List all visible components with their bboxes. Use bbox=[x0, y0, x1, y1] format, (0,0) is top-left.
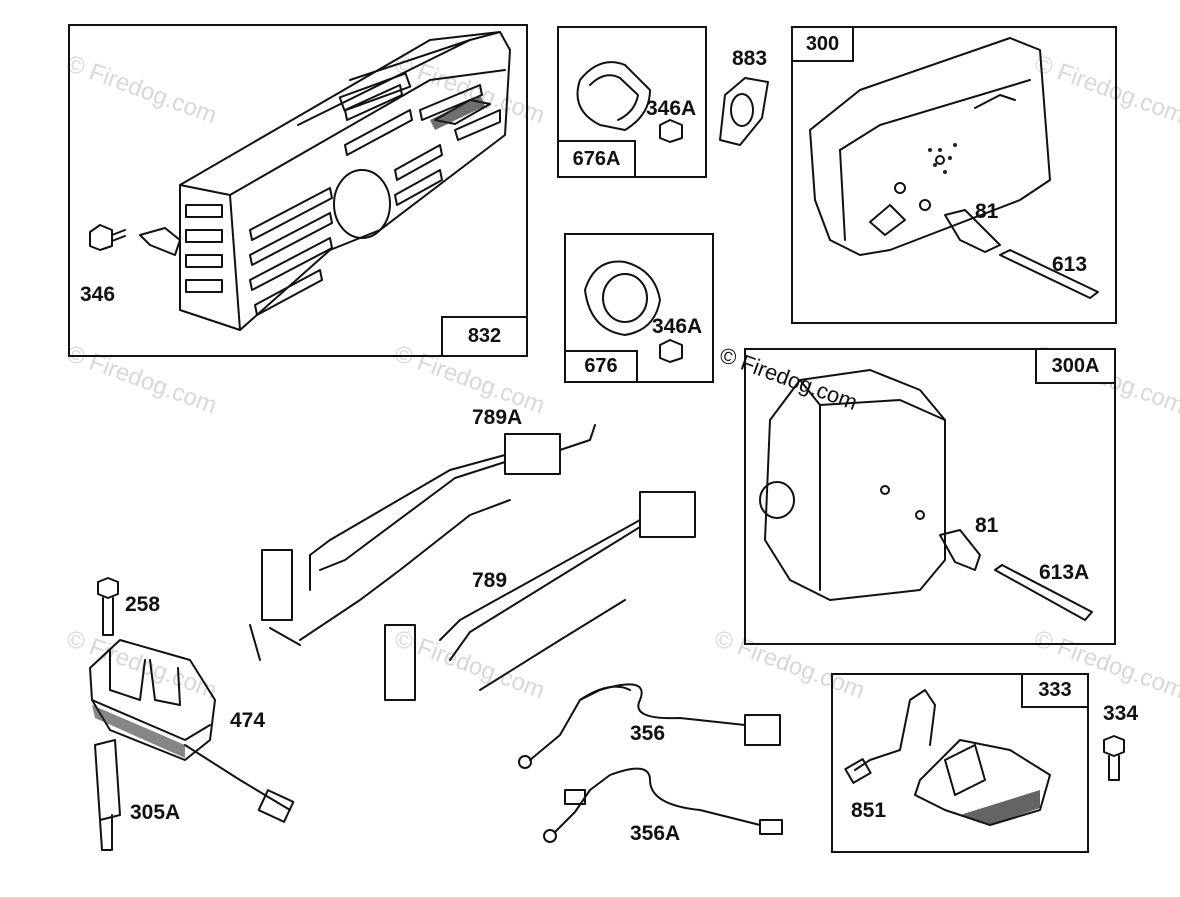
part-label-851: 851 bbox=[851, 799, 887, 822]
part-label-334: 334 bbox=[1103, 702, 1139, 725]
part-label-346a-mid: 346A bbox=[652, 315, 703, 338]
bolt-258-drawing bbox=[97, 577, 119, 636]
ref-box-676a: 676A bbox=[557, 140, 636, 178]
part-frame-676 bbox=[564, 233, 714, 383]
part-label-474: 474 bbox=[230, 709, 266, 732]
coil-333-drawing bbox=[844, 689, 1051, 826]
ref-box-300a: 300A bbox=[1035, 348, 1116, 384]
harness-789-drawing bbox=[384, 491, 696, 701]
ref-box-333: 333 bbox=[1021, 673, 1089, 708]
part-label-789a: 789A bbox=[472, 406, 523, 429]
gasket-883-drawing bbox=[719, 77, 769, 146]
part-label-613a: 613A bbox=[1039, 561, 1090, 584]
part-frame-300a bbox=[744, 348, 1116, 645]
part-label-258: 258 bbox=[125, 593, 161, 616]
part-label-81-mid: 81 bbox=[975, 514, 999, 537]
shield-676-drawing bbox=[584, 260, 683, 363]
part-label-789: 789 bbox=[472, 569, 508, 592]
wire-356a-drawing bbox=[543, 767, 783, 843]
part-frame-300 bbox=[791, 26, 1117, 324]
ref-box-832: 832 bbox=[441, 316, 528, 357]
muffler-300a-drawing bbox=[759, 369, 1093, 621]
part-label-305a: 305A bbox=[130, 801, 181, 824]
ref-box-676: 676 bbox=[564, 350, 638, 383]
part-label-883: 883 bbox=[732, 47, 768, 70]
bolt-334-drawing bbox=[1103, 735, 1125, 781]
heat-shield-832-drawing bbox=[139, 31, 511, 331]
part-label-81-top: 81 bbox=[975, 200, 999, 223]
wire-356-drawing bbox=[518, 683, 781, 769]
bolt-346-drawing bbox=[89, 224, 126, 251]
part-label-356a: 356A bbox=[630, 822, 681, 845]
part-label-356: 356 bbox=[630, 722, 666, 745]
muffler-300-drawing bbox=[809, 37, 1099, 299]
part-frame-333 bbox=[831, 673, 1089, 853]
ref-box-300: 300 bbox=[791, 26, 854, 62]
shield-676a-drawing bbox=[576, 61, 683, 143]
spacer-305a-drawing bbox=[94, 739, 121, 851]
part-label-346: 346 bbox=[80, 283, 116, 306]
part-label-613: 613 bbox=[1052, 253, 1088, 276]
harness-789a-drawing bbox=[249, 424, 596, 661]
part-label-346a-top: 346A bbox=[646, 97, 697, 120]
part-frame-832 bbox=[68, 24, 528, 357]
